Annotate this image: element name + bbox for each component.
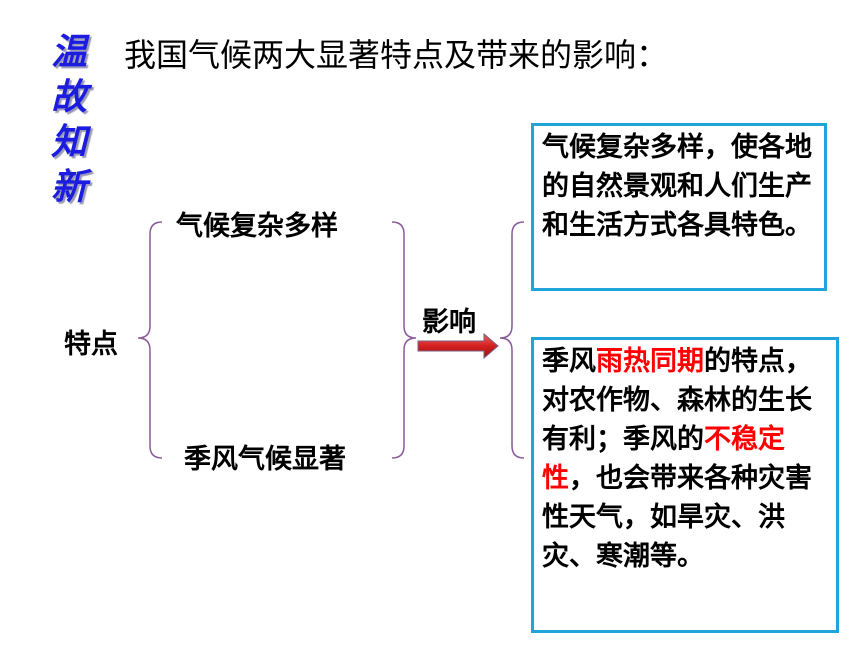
root-label: 特点 xyxy=(64,329,118,360)
title-char: 知 xyxy=(50,121,87,163)
page-heading: 我国气候两大显著特点及带来的影响： xyxy=(124,36,669,74)
title-char: 温 xyxy=(50,31,87,73)
feature-label: 气候复杂多样 xyxy=(176,211,338,242)
middle-brace xyxy=(391,221,417,459)
effect-text: 气候复杂多样，使各地的自然景观和人们生产和生活方式各具特色。 xyxy=(542,132,812,241)
left-brace xyxy=(137,221,163,459)
effect-arrow xyxy=(417,332,499,360)
feature-label: 季风气候显著 xyxy=(184,444,346,475)
highlight-text: 雨热同期 xyxy=(596,346,704,377)
effect-text: ，也会带来各种灾害性天气，如旱灾、洪灾、寒潮等。 xyxy=(542,463,812,572)
title-char: 新 xyxy=(50,166,87,208)
right-brace xyxy=(499,221,525,459)
effect-box-2: 季风雨热同期的特点，对农作物、森林的生长有利；季风的不稳定性，也会带来各种灾害性… xyxy=(531,337,839,633)
effect-box-1: 气候复杂多样，使各地的自然景观和人们生产和生活方式各具特色。 xyxy=(531,123,827,291)
highlight-text: 不稳定性 xyxy=(542,424,785,494)
review-title: 温 故 知 新 xyxy=(44,30,94,210)
effect-text: 季风 xyxy=(542,346,596,377)
title-char: 故 xyxy=(50,76,87,118)
effect-text: 的特点，对农作物、森林的生长有利；季风的 xyxy=(542,346,812,455)
arrow-label: 影响 xyxy=(422,307,476,338)
